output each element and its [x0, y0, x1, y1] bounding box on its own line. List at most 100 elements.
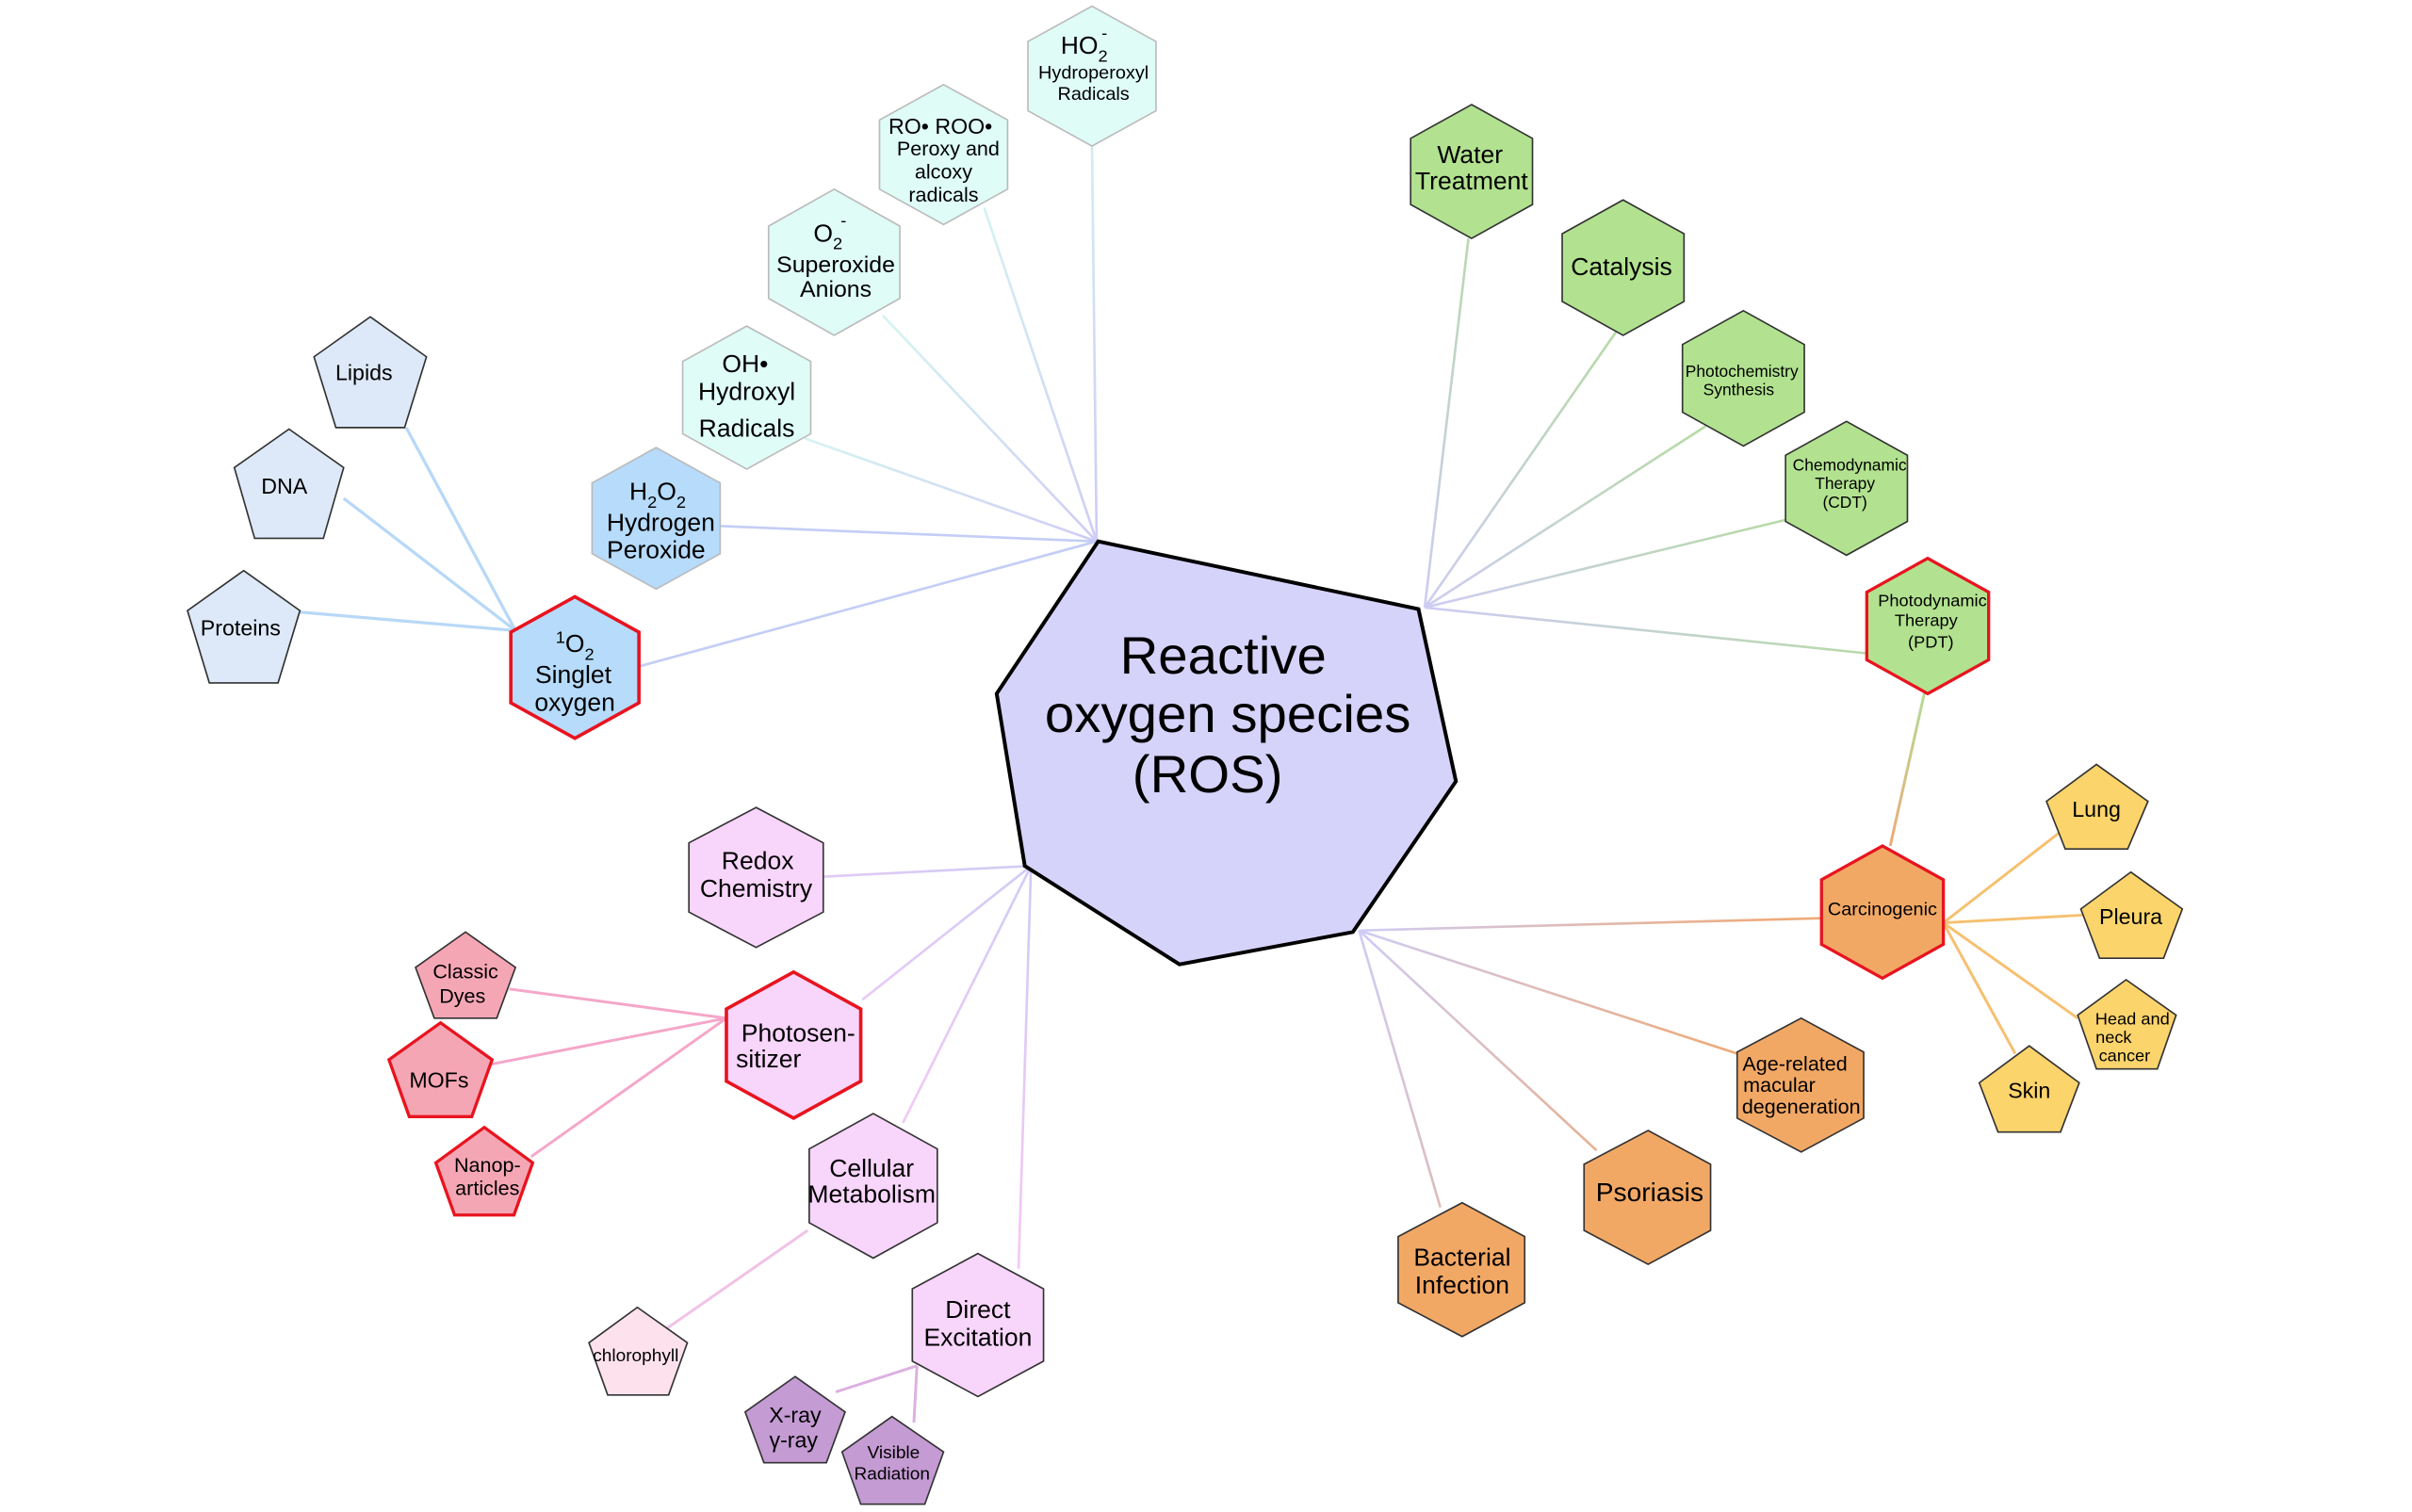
edge-cellular-chlorophyll — [662, 1228, 809, 1332]
node-ro-roo-formula: RO• ROO• — [888, 114, 992, 138]
node-chlorophyll-shape — [588, 1306, 689, 1396]
edge-center-psoriasis — [1358, 929, 1598, 1152]
node-photochem-line-1: Photochemistry — [1686, 362, 1799, 381]
node-bacterial-line-1: Bacterial — [1413, 1244, 1510, 1272]
node-psoriasis-shape — [1583, 1130, 1712, 1265]
node-headneck-line-1: Head and — [2095, 1009, 2170, 1028]
node-catalysis: Catalysis — [1561, 199, 1686, 336]
edge-center-oh — [804, 437, 1098, 543]
edge-direct-xray — [835, 1364, 918, 1393]
edge-carcinogenic-lung — [1942, 829, 2063, 924]
center-label-line-1: Reactive — [1120, 626, 1327, 685]
node-xray-line-1: X-ray — [769, 1403, 822, 1427]
node-dna-shape — [233, 428, 345, 540]
node-xray: X-ray γ-ray — [743, 1375, 846, 1464]
edge-center-h2o2 — [718, 525, 1097, 543]
node-skin-label: Skin — [2008, 1079, 2050, 1103]
node-amd-line-1: Age-related — [1742, 1052, 1847, 1075]
node-h2o2-line-2: Peroxide — [607, 536, 706, 564]
node-ho2-line-2: Radicals — [1057, 84, 1129, 105]
node-mofs-shape — [386, 1020, 495, 1118]
node-direct-line-2: Excitation — [923, 1324, 1032, 1352]
edge-photosens-classic — [509, 987, 727, 1020]
center-ros-node: Reactive oxygen species (ROS) — [994, 539, 1459, 967]
node-visible-radiation: Visible Radiation — [840, 1415, 945, 1505]
node-h2o2-line-1: Hydrogen — [607, 508, 715, 536]
node-classic-dyes: Classic Dyes — [415, 931, 517, 1019]
node-direct-shape — [911, 1252, 1045, 1398]
edge-center-cdt — [1424, 518, 1786, 610]
node-bacterial-shape — [1397, 1201, 1526, 1338]
node-headneck-line-3: cancer — [2099, 1047, 2151, 1065]
node-redox-shape — [688, 806, 824, 949]
node-ro-roo-line-2: alcoxy — [915, 161, 972, 184]
edge-singlet-lipids — [404, 427, 517, 632]
node-h2o2-formula: H2O2 — [629, 478, 686, 512]
node-ho2: HO2 - Hydroperoxyl Radicals — [1027, 5, 1157, 148]
node-water-treatment: Water Treatment — [1410, 104, 1534, 239]
edge-center-o2-minus — [881, 314, 1098, 543]
node-psoriasis: Psoriasis — [1583, 1130, 1712, 1265]
node-pdt-line-3: (PDT) — [1908, 632, 1954, 651]
node-ro-roo-shape — [878, 83, 1009, 226]
node-amd-line-2: macular — [1743, 1074, 1816, 1097]
node-cdt-line-3: (CDT) — [1822, 493, 1866, 512]
node-nano-shape — [433, 1125, 535, 1217]
edge-center-ho2 — [1090, 141, 1099, 542]
node-hydroxyl-line-2: Radicals — [699, 415, 795, 443]
edge-photosens-mofs — [490, 1016, 727, 1066]
node-nano-line-1: Nanop- — [454, 1154, 521, 1177]
node-classic-line-1: Classic — [432, 961, 498, 984]
node-head-neck: Head and neck cancer — [2077, 978, 2177, 1070]
edge-carcinogenic-skin — [1942, 921, 2017, 1055]
center-label-line-2: oxygen species — [1045, 685, 1411, 744]
edge-center-singlet — [640, 540, 1098, 668]
node-ho2-formula: HO2 — [1061, 31, 1108, 65]
node-bacterial-infection: Bacterial Infection — [1397, 1201, 1526, 1338]
edge-pdt-carcinogenic — [1888, 691, 1927, 847]
node-hydroxyl-shape — [681, 325, 812, 470]
node-skin-shape — [1978, 1045, 2080, 1133]
edge-center-photochem — [1424, 425, 1707, 609]
node-proteins: Proteins — [187, 569, 302, 684]
node-catalysis-shape — [1561, 199, 1686, 336]
node-ro-roo-line-1: Peroxy and — [897, 138, 1000, 160]
node-cdt-line-1: Chemodynamic — [1793, 456, 1907, 475]
node-hydroxyl-formula: OH• — [722, 350, 768, 378]
node-pdt-line-1: Photodynamic — [1878, 591, 1986, 610]
node-bacterial-line-2: Infection — [1415, 1271, 1509, 1299]
node-cellular-shape — [808, 1113, 938, 1260]
node-carcinogenic: Carcinogenic — [1819, 844, 1946, 981]
node-amd: Age-related macular degeneration — [1736, 1016, 1865, 1153]
edge-photosens-nano — [530, 1016, 727, 1158]
node-visible-line-2: Radiation — [854, 1465, 930, 1485]
node-superoxide-charge: - — [840, 211, 846, 230]
node-lipids-label: Lipids — [335, 360, 393, 384]
node-cdt: Chemodynamic Therapy (CDT) — [1785, 420, 1909, 557]
node-proteins-shape — [187, 569, 302, 684]
node-superoxide: O2 - Superoxide Anions — [767, 187, 901, 336]
node-singlet-oxygen: 1O2 Singlet oxygen — [509, 594, 641, 740]
node-ro-roo-line-3: radicals — [908, 184, 978, 206]
node-pdt-shape — [1865, 556, 1991, 696]
node-carcinogenic-label: Carcinogenic — [1828, 900, 1937, 920]
node-dna: DNA — [233, 428, 345, 540]
node-hydroxyl-line-1: Hydroxyl — [698, 378, 795, 406]
node-ho2-charge: - — [1101, 24, 1107, 42]
node-direct-excitation: Direct Excitation — [911, 1252, 1045, 1398]
node-pleura-shape — [2079, 870, 2184, 959]
edges — [300, 141, 2083, 1423]
node-classic-shape — [415, 931, 517, 1019]
node-headneck-shape — [2077, 978, 2177, 1070]
node-superoxide-shape — [767, 187, 901, 336]
node-lung-shape — [2045, 763, 2149, 851]
edge-center-carcinogenic — [1359, 917, 1822, 933]
edge-center-water — [1423, 237, 1470, 609]
edge-carcinogenic-pleura — [1943, 913, 2083, 925]
node-ro-roo: RO• ROO• Peroxy and alcoxy radicals — [878, 83, 1009, 226]
edge-singlet-proteins — [300, 610, 516, 633]
node-nanoparticles: Nanop- articles — [433, 1125, 535, 1217]
node-headneck-line-2: neck — [2095, 1028, 2132, 1047]
node-singlet-shape — [509, 594, 641, 740]
